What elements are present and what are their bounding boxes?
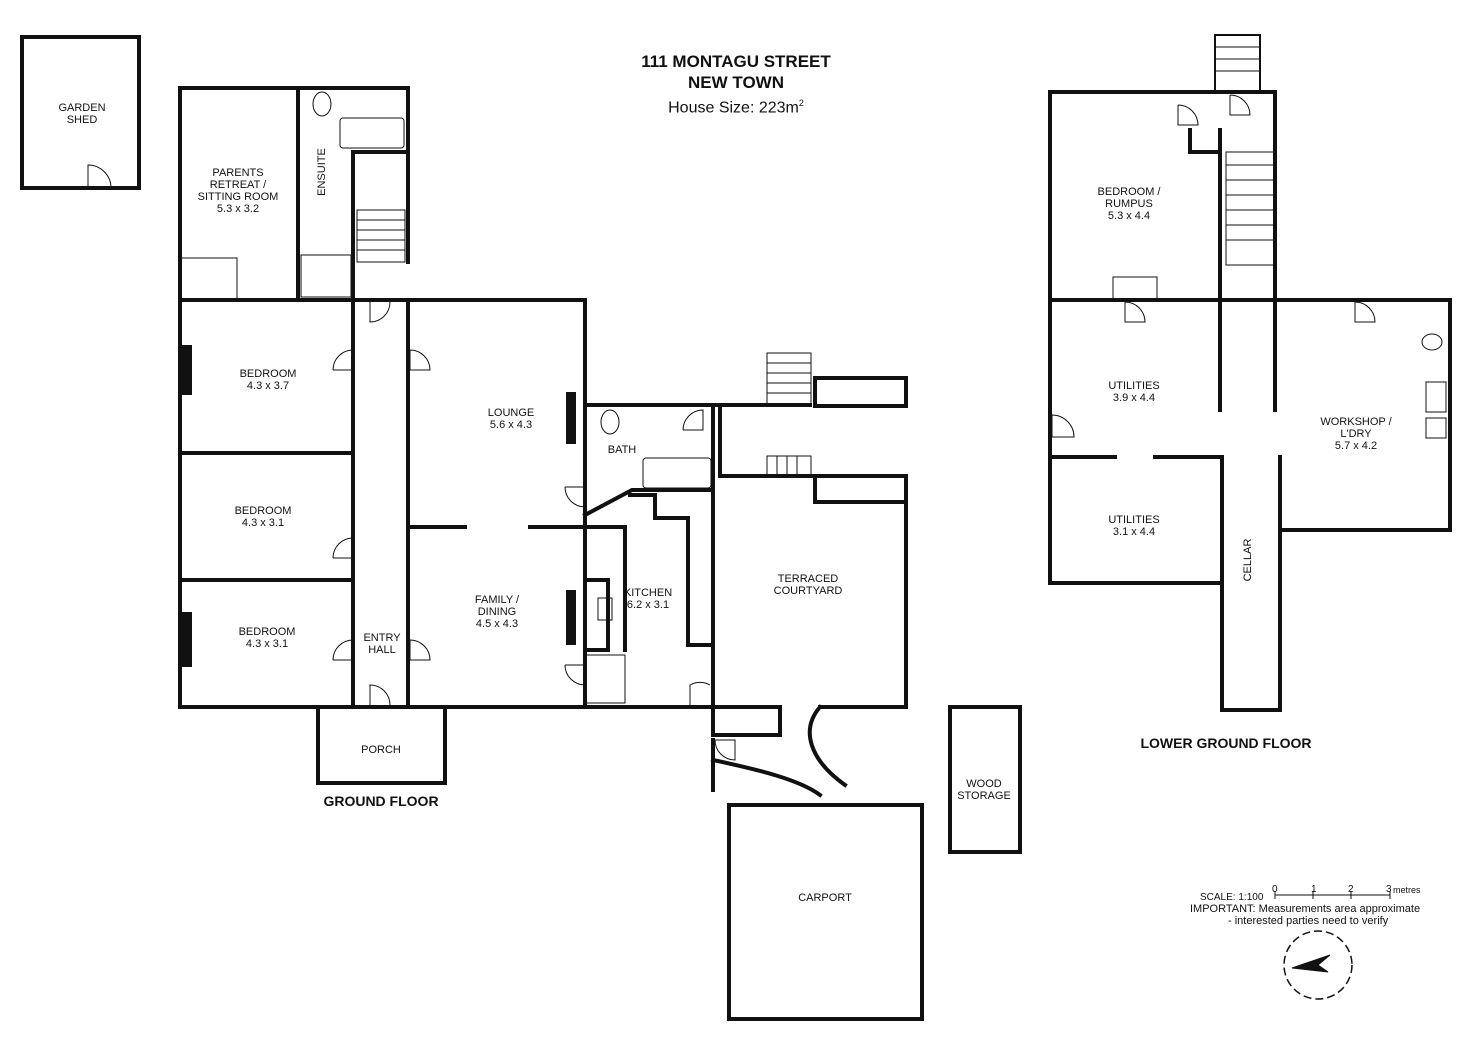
wood-storage-outline	[948, 705, 1022, 854]
scale-note-line-2: - interested parties need to verify	[1228, 915, 1389, 927]
door-swing-icon	[87, 94, 1376, 761]
walls	[20, 34, 1452, 1021]
room-label-terraced-courtyard: TERRACED COURTYARD	[773, 573, 843, 597]
room-label-carport: CARPORT	[798, 892, 852, 904]
room-label-garden-shed: GARDEN SHED	[58, 102, 106, 126]
room-label-wood-storage: WOOD STORAGE	[957, 778, 1011, 802]
scale-tick-0: 0	[1272, 884, 1278, 895]
compass-icon	[1283, 930, 1353, 1000]
room-label-ensuite: ENSUITE	[316, 148, 328, 196]
room-label-parents-retreat: PARENTS RETREAT / SITTING ROOM 5.3 x 3.2	[197, 167, 279, 215]
room-label-lounge: LOUNGE 5.6 x 4.3	[487, 407, 535, 431]
scale-label: SCALE: 1:100	[1200, 892, 1264, 903]
scale-tick-2: 2	[1348, 884, 1354, 895]
room-label-utilities-2: UTILITIES 3.1 x 4.4	[1108, 514, 1160, 538]
garden-shed-outline	[20, 35, 141, 190]
room-label-entry-hall: ENTRY HALL	[363, 632, 401, 656]
scale-tick-1: 1	[1311, 884, 1317, 895]
room-label-bath: BATH	[607, 444, 637, 456]
house-size-sup: 2	[798, 98, 804, 108]
address-line-2: NEW TOWN	[687, 73, 785, 92]
stairs-icon	[356, 46, 1275, 477]
fixtures	[179, 91, 1447, 704]
house-size-label: House Size: 223m	[668, 99, 799, 117]
scale-tick-3: 3	[1386, 884, 1392, 895]
floor-label-ground: GROUND FLOOR	[323, 793, 439, 809]
carport-outline	[727, 803, 924, 1021]
room-label-utilities-1: UTILITIES 3.9 x 4.4	[1108, 380, 1160, 404]
floor-label-lower: LOWER GROUND FLOOR	[1140, 735, 1312, 751]
address-line-1: 111 MONTAGU STREET	[641, 52, 831, 71]
scale-note-line-1: IMPORTANT: Measurements area approximate	[1190, 903, 1421, 915]
house-size: House Size: 223m2	[668, 98, 804, 117]
room-label-family-dining: FAMILY / DINING 4.5 x 4.3	[474, 594, 520, 630]
scale-unit: metres	[1393, 885, 1421, 895]
scale-bar	[1274, 891, 1391, 899]
room-label-bedroom-1: BEDROOM 4.3 x 3.7	[239, 368, 297, 392]
room-label-kitchen: KITCHEN 6.2 x 3.1	[623, 587, 673, 611]
room-label-bedroom-3: BEDROOM 4.3 x 3.1	[238, 626, 296, 650]
fireplaces	[182, 345, 576, 667]
room-label-cellar: CELLAR	[1242, 538, 1254, 582]
room-label-porch: PORCH	[361, 744, 401, 756]
room-label-bedroom-2: BEDROOM 4.3 x 3.1	[234, 505, 292, 529]
room-label-bedroom-rumpus: BEDROOM / RUMPUS 5.3 x 4.4	[1097, 186, 1161, 222]
room-label-workshop: WORKSHOP / L'DRY 5.7 x 4.2	[1320, 416, 1392, 452]
